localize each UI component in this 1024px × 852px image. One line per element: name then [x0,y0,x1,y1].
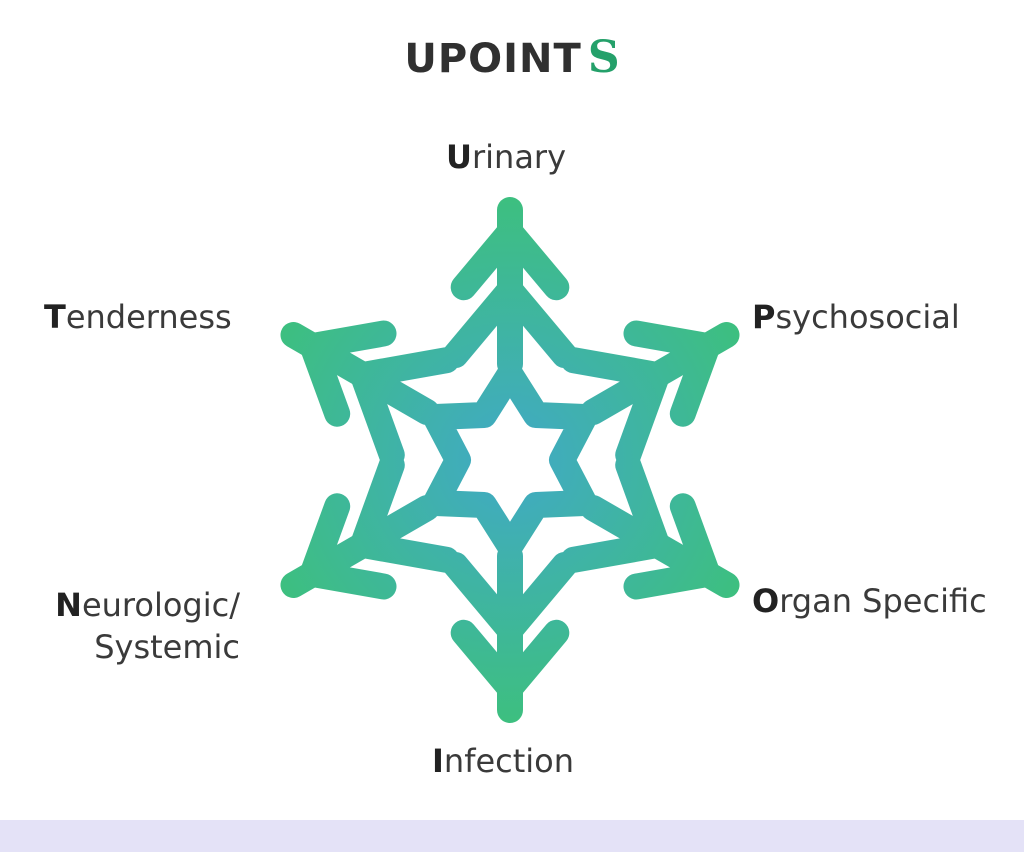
domain-label-organ-specific: Organ Specific [752,580,987,622]
snowflake-branch [497,277,578,369]
domain-label-tenderness: Tenderness [44,296,232,338]
domain-initial: U [446,138,472,176]
snowflake-branch [442,551,523,643]
domain-label-psychosocial: Psychosocial [752,296,960,338]
title-accent-letter: S [587,32,620,83]
domain-rest: eurologic/ [81,586,240,624]
domain-label-urinary: Urinary [446,136,566,178]
snowflake-branch [615,452,671,558]
snowflake-branch [349,532,460,573]
domain-rest: enderness [65,298,232,336]
snowflake-branch [442,277,523,369]
snowflake-icon [280,197,740,723]
snowflake-branch [560,532,671,573]
domain-rest: nfection [443,742,575,780]
title-main: UPOINT [404,36,582,82]
snowflake-branch [299,333,351,427]
snowflake-branch [669,493,721,587]
domain-rest: rgan Specific [779,582,987,620]
snowflake-branch [450,219,523,301]
snowflake-branch [349,452,405,558]
bottom-band [0,820,1024,852]
snowflake-branch [497,619,570,701]
domain-label-infection: Infection [432,740,574,782]
snowflake-branch [623,320,721,359]
domain-initial: N [55,586,82,624]
snowflake-branch [349,362,405,468]
snowflake-branch [299,561,397,600]
snowflake-branch [497,551,578,643]
domain-initial: O [752,582,780,620]
domain-initial: T [44,298,66,336]
domain-rest: sychosocial [775,298,960,336]
domain-line-2: Systemic [94,628,240,666]
snowflake-branch [560,347,671,388]
snowflake-branch [349,347,460,388]
domain-line-1: Neurologic/ [55,584,240,626]
domain-label-neurologic: Neurologic/ Systemic [55,584,240,668]
snowflake-branch [615,362,671,468]
domain-rest: rinary [471,138,567,176]
snowflake-center-star [422,361,598,559]
domain-initial: P [752,298,776,336]
domain-initial: I [432,742,444,780]
